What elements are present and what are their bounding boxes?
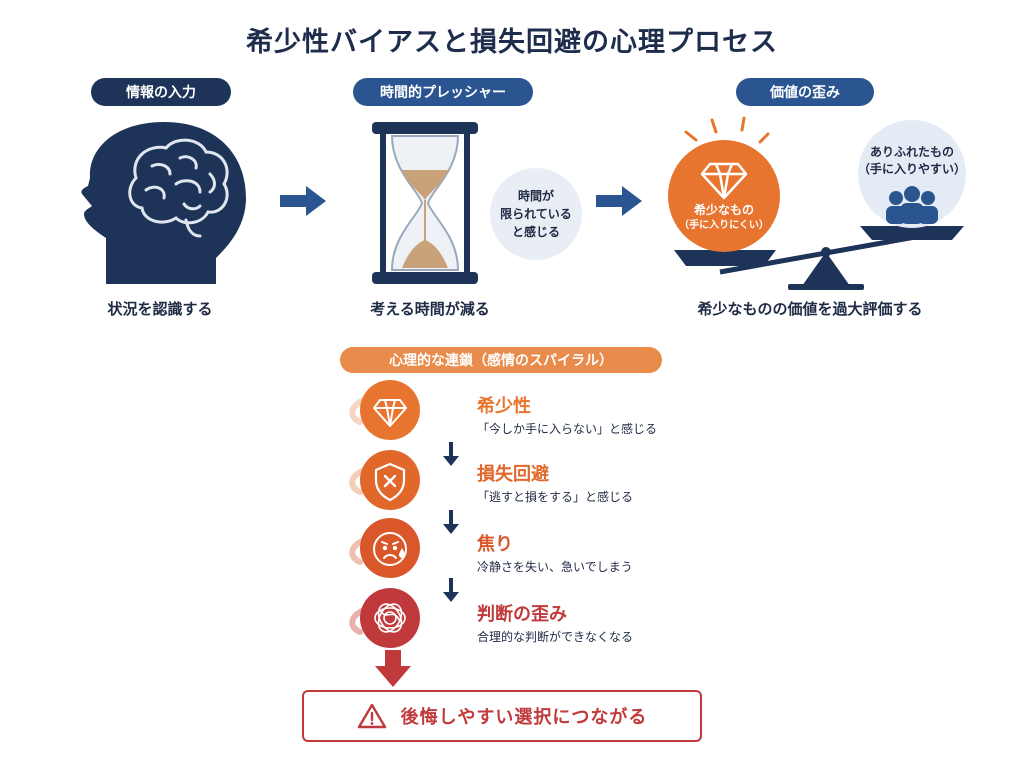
page-title: 希少性バイアスと損失回避の心理プロセス: [246, 27, 778, 58]
rare-item-sub: （手に入りにくい）: [679, 220, 769, 231]
common-item-label: ありふれたもの （手に入りやすい）: [856, 144, 968, 178]
result-box: 後悔しやすい選択につながる: [302, 690, 702, 742]
step-title-distorted-judgment: 判断の歪み: [477, 604, 567, 625]
step-title-loss-aversion: 損失回避: [477, 464, 549, 485]
step-title-impatience: 焦り: [477, 534, 513, 555]
arrow-down-icon: [443, 442, 459, 466]
result-text: 後悔しやすい選択につながる: [400, 707, 648, 728]
stage-label-time-pressure: 時間的プレッシャー: [353, 78, 533, 106]
arrow-down-icon: [443, 578, 459, 602]
common-item-sub: （手に入りやすい）: [857, 162, 966, 176]
arrow-down-red-icon: [375, 650, 411, 687]
step-desc-loss-aversion: 「逃すと損をする」と感じる: [477, 490, 634, 504]
diamond-icon: [360, 380, 420, 440]
common-item-title: ありふれたもの: [869, 145, 954, 159]
time-limited-bubble: 時間が 限られている と感じる: [490, 168, 582, 260]
head-brain-icon: [81, 122, 247, 284]
rare-item-label: 希少なもの （手に入りにくい）: [674, 202, 774, 234]
stage-label-input: 情報の入力: [91, 78, 231, 106]
hourglass-icon: [372, 122, 478, 284]
balance-scale-icon: [668, 116, 966, 290]
anxious-face-icon: [360, 518, 420, 578]
step-desc-scarcity: 「今しか手に入らない」と感じる: [477, 422, 658, 436]
tangled-thoughts-icon: [360, 588, 420, 648]
stage-caption-input: 状況を認識する: [107, 300, 213, 318]
chain-header: 心理的な連鎖（感情のスパイラル）: [340, 347, 662, 373]
arrow-down-icon: [443, 510, 459, 534]
bubble-line-2: 限られている: [500, 207, 572, 221]
arrow-right-icon: [280, 186, 326, 216]
step-desc-impatience: 冷静さを失い、急いでしまう: [477, 560, 633, 574]
step-desc-distorted-judgment: 合理的な判断ができなくなる: [477, 630, 634, 644]
step-title-scarcity: 希少性: [477, 396, 531, 417]
stage-label-value-distortion: 価値の歪み: [736, 78, 874, 106]
stage-caption-time-pressure: 考える時間が減る: [370, 300, 490, 318]
rare-item-title: 希少なもの: [693, 203, 754, 217]
bubble-line-1: 時間が: [517, 189, 554, 203]
warning-icon: [357, 703, 386, 729]
arrow-right-icon: [596, 186, 642, 216]
stage-caption-value-distortion: 希少なものの価値を過大評価する: [697, 300, 923, 318]
shield-x-icon: [360, 450, 420, 510]
bubble-line-3: と感じる: [511, 225, 560, 239]
